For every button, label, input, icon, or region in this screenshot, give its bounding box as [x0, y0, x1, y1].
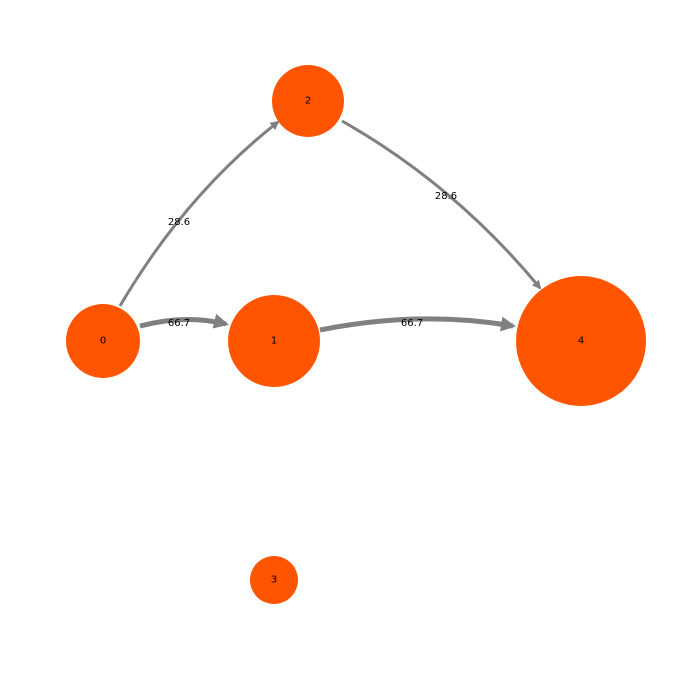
node-3: 3 [250, 556, 298, 604]
node-label: 0 [100, 336, 106, 347]
node-0: 0 [66, 304, 140, 378]
node-label: 1 [271, 336, 277, 347]
edge-weight-label: 66.7 [401, 318, 423, 329]
edge-weight-label: 28.6 [168, 217, 190, 228]
node-circle [228, 295, 320, 387]
edge-weight-label: 66.7 [168, 318, 190, 329]
node-1: 1 [228, 295, 320, 387]
edge-0-to-1 [139, 313, 229, 329]
node-circle [250, 556, 298, 604]
edges-layer [118, 119, 542, 333]
node-label: 3 [271, 575, 277, 586]
edge-2-to-4 [341, 119, 542, 290]
edge-1-to-4 [319, 316, 516, 333]
node-4: 4 [516, 276, 646, 406]
edge-labels-layer: 28.6 66.7 66.7 28.6 [168, 191, 457, 329]
edge-weight-label: 28.6 [435, 191, 457, 202]
nodes-layer: 0 1 2 3 4 [66, 65, 646, 604]
node-circle [66, 304, 140, 378]
node-circle [516, 276, 646, 406]
node-label: 4 [578, 336, 584, 347]
edge-0-to-2 [118, 120, 280, 307]
node-circle [272, 65, 344, 137]
node-label: 2 [305, 96, 311, 107]
node-2: 2 [272, 65, 344, 137]
